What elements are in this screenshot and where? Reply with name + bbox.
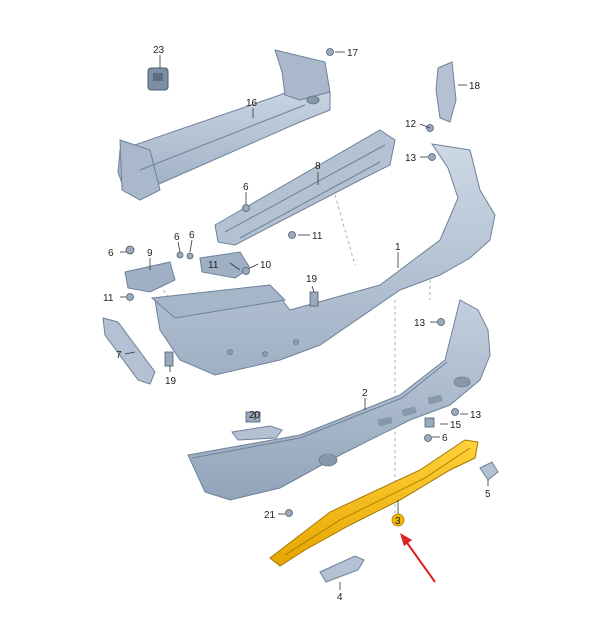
leader-lines — [120, 51, 489, 590]
callout-17: 17 — [347, 48, 359, 59]
callout-11a: 11 — [312, 231, 323, 242]
callout-2: 2 — [362, 388, 368, 399]
side-trim-7 — [102, 317, 156, 385]
callout-6b: 6 — [108, 248, 114, 259]
bracket-23 — [147, 67, 169, 91]
callout-labels: 23 17 16 18 12 13 8 6 1 6 9 6 6 10 11 11… — [103, 45, 491, 603]
callout-19b: 19 — [165, 376, 177, 387]
fasteners — [125, 48, 459, 517]
callout-7: 7 — [116, 350, 122, 361]
trim-20 — [231, 425, 283, 441]
callout-6d: 6 — [189, 230, 195, 241]
callout-20: 20 — [249, 410, 261, 421]
cap-5 — [479, 461, 499, 481]
mounting-bracket-8 — [214, 129, 396, 246]
reflector-4 — [319, 555, 365, 583]
callout-3: 3 — [395, 516, 401, 527]
rear-diffuser-highlighted — [269, 439, 479, 567]
lower-bumper — [187, 299, 491, 501]
impact-bar — [117, 49, 331, 201]
callout-11b: 11 — [103, 293, 114, 304]
callout-21: 21 — [264, 510, 276, 521]
callout-13b: 13 — [414, 318, 426, 329]
callout-11c: 11 — [208, 260, 219, 271]
bumper-cover — [150, 143, 496, 376]
callout-18: 18 — [469, 81, 481, 92]
bracket-10 — [199, 251, 251, 279]
callout-5: 5 — [485, 489, 491, 500]
callout-19a: 19 — [306, 274, 318, 285]
callout-6a: 6 — [243, 182, 249, 193]
callout-10: 10 — [260, 260, 272, 271]
callout-1: 1 — [395, 242, 401, 253]
bracket-9 — [124, 261, 176, 293]
callout-13a: 13 — [405, 153, 417, 164]
callout-15: 15 — [450, 420, 462, 431]
callout-13c: 13 — [470, 410, 482, 421]
side-bracket-18 — [435, 61, 457, 123]
callout-16: 16 — [246, 98, 258, 109]
callout-6-lower: 6 — [442, 433, 448, 444]
callout-4: 4 — [337, 592, 343, 603]
callout-12: 12 — [405, 119, 417, 130]
callout-8: 8 — [315, 161, 321, 172]
callout-9: 9 — [147, 248, 153, 259]
pointer-arrow — [400, 533, 436, 583]
callout-3-marker — [391, 513, 405, 527]
callout-23: 23 — [153, 45, 165, 56]
callout-6c: 6 — [174, 232, 180, 243]
